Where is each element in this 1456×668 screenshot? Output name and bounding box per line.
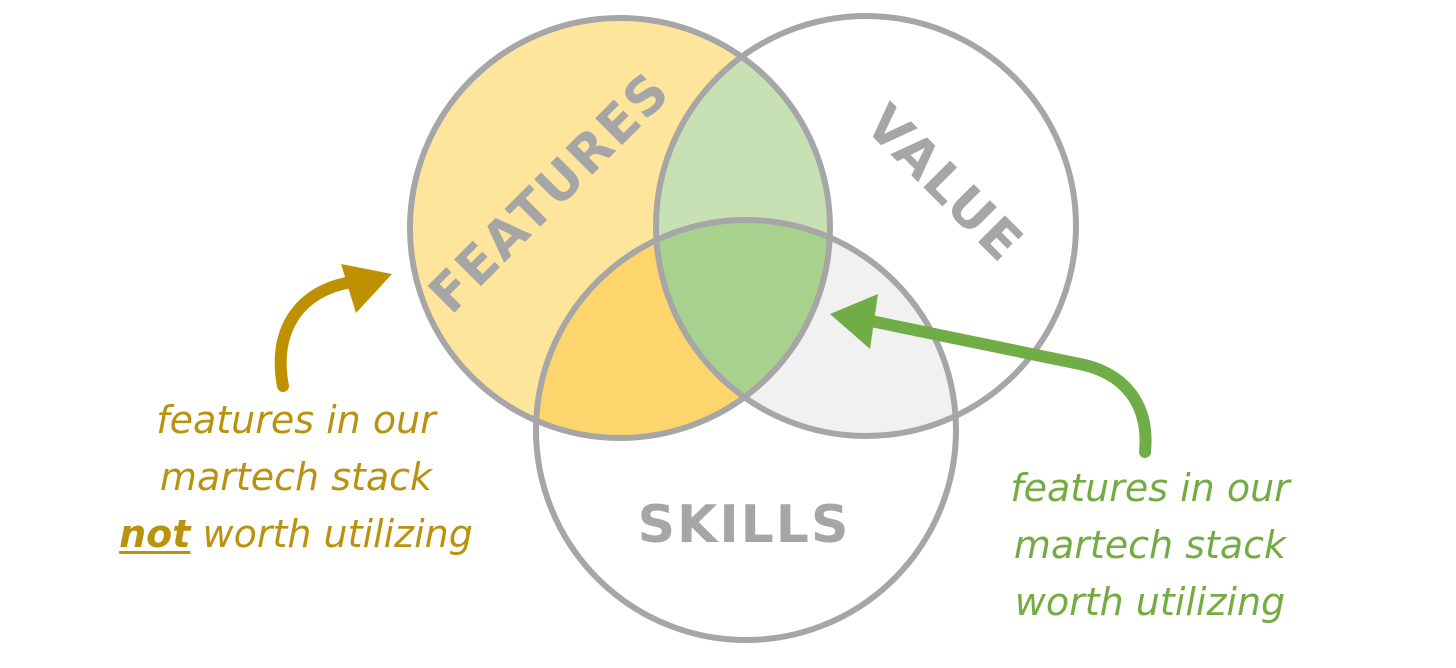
left-annotation: features in our martech stack not worth … [96,392,496,563]
left-arrow-shaft [274,276,358,392]
not-emphasis: not [119,512,191,556]
left-annotation-line1: features in our [156,398,436,442]
left-annotation-line2: martech stack [159,455,433,499]
skills-label: SKILLS [638,495,851,555]
features-circle-outline [407,15,833,441]
value-circle-outline [653,13,1079,439]
left-arrow-head [341,264,392,313]
right-annotation-line1: features in our [1010,466,1290,510]
left-annotation-line3-rest: worth utilizing [190,512,473,556]
right-annotation-line3: worth utilizing [1014,580,1286,624]
left-annotation-line3: not worth utilizing [96,506,496,563]
right-arrow-head [830,294,878,349]
right-annotation-line2: martech stack [1013,523,1287,567]
right-annotation: features in our martech stack worth util… [950,460,1350,631]
right-arrow-shaft [860,314,1152,458]
value-label: VALUE [854,93,1035,274]
skills-circle-outline [533,217,959,643]
